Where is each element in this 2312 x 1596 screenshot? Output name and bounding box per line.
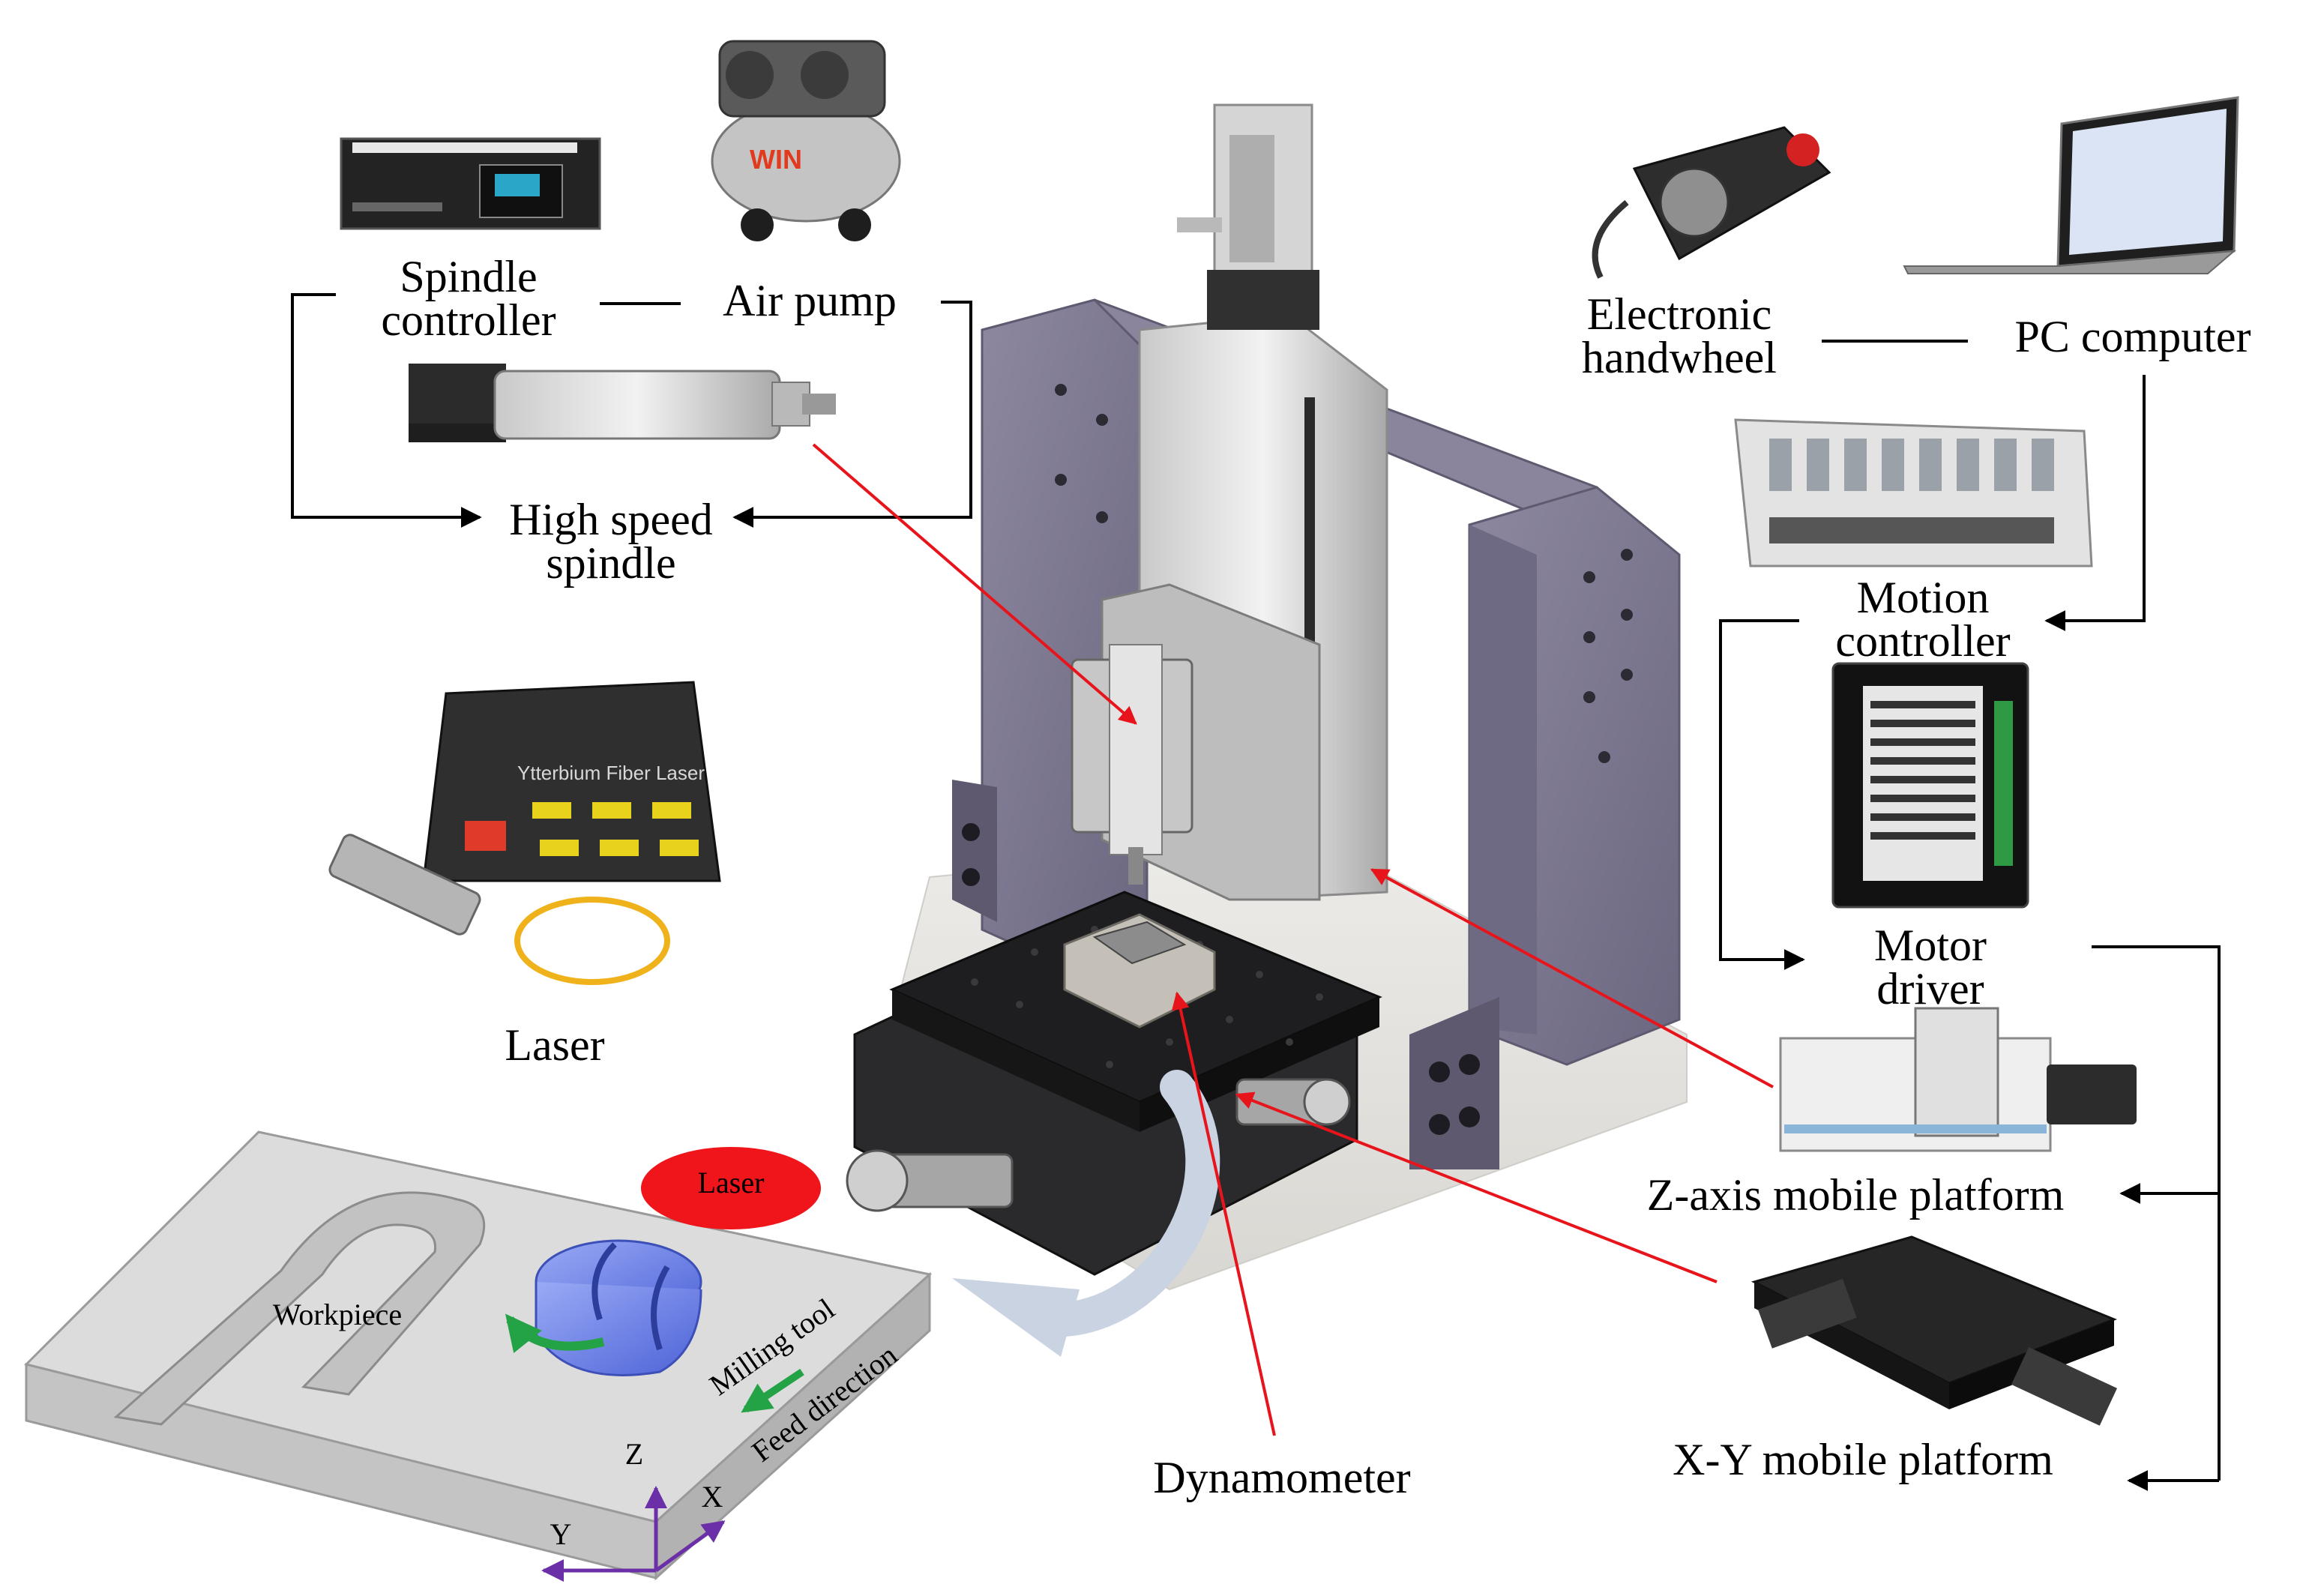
frame-right-column-face — [1469, 525, 1537, 1035]
inset-axis-label-z: Z — [624, 1437, 644, 1471]
pointer-dynamometer — [1171, 991, 1276, 1436]
label-motion-controller-line2: controller — [1835, 616, 2011, 666]
inset-label-laser: Laser — [697, 1166, 765, 1199]
machined-slot — [113, 1191, 486, 1426]
inset-axis-label-y: Y — [550, 1517, 572, 1551]
milling-tool-shape — [535, 1239, 702, 1376]
inset-axis-label-x: X — [701, 1480, 723, 1514]
label-motor-driver-line1: Motor — [1874, 921, 1987, 970]
air-pump-brand-text: WIN — [750, 144, 802, 175]
label-pc-computer: PC computer — [2014, 312, 2251, 361]
feed-direction-arrow — [741, 1368, 804, 1413]
inset-label-workpiece: Workpiece — [272, 1298, 403, 1331]
process-flow-arrow — [1047, 1070, 1220, 1337]
high-speed-spindle-device — [409, 364, 836, 442]
laser-source-device: Ytterbium Fiber Laser — [328, 681, 721, 985]
z-axis-mobile-platform-device — [1779, 1007, 2137, 1152]
machine-tool-illustration — [846, 103, 1688, 1357]
label-spindle-controller-line1: Spindle — [400, 252, 538, 301]
laser-spot — [641, 1147, 821, 1229]
label-spindle-controller: Spindle controller — [330, 252, 607, 345]
label-xy-mobile-platform: X-Y mobile platform — [1673, 1435, 2053, 1484]
label-air-pump: Air pump — [723, 276, 897, 325]
label-laser: Laser — [505, 1020, 605, 1070]
label-high-speed-spindle-line2: spindle — [546, 538, 676, 588]
motor-driver-device — [1831, 662, 2029, 909]
pc-computer-device — [1903, 96, 2239, 274]
frame-left-foot — [952, 780, 997, 922]
xy-mobile-platform-device — [1750, 1235, 2118, 1426]
motion-controller-device — [1734, 418, 2093, 567]
connector-pc-to-motion-controller — [2044, 375, 2146, 631]
connector-air-pump-to-spindle — [732, 301, 972, 528]
frame-mounting-holes — [1055, 384, 1633, 763]
label-motion-controller: Motion controller — [1799, 573, 2047, 666]
pointer-spindle — [812, 443, 1137, 725]
spindle-controller-device — [340, 137, 601, 230]
pointer-z-axis-platform — [1370, 868, 1774, 1088]
label-motion-controller-line1: Motion — [1856, 573, 1990, 622]
label-high-speed-spindle: High speed spindle — [476, 495, 746, 588]
label-electronic-handwheel: Electronic handwheel — [1529, 289, 1829, 382]
electronic-handwheel-device — [1592, 126, 1831, 279]
pointer-lines — [812, 443, 1774, 1436]
label-motor-driver: Motor driver — [1807, 921, 2054, 1014]
connector-motor-driver-bus — [2092, 945, 2221, 1481]
connector-motion-controller-to-motor-driver — [1719, 619, 1805, 970]
label-high-speed-spindle-line1: High speed — [509, 495, 713, 544]
label-spindle-controller-line2: controller — [381, 295, 556, 345]
connector-spindle-controller-to-spindle — [291, 293, 482, 528]
label-dynamometer: Dynamometer — [1153, 1453, 1411, 1502]
label-electronic-handwheel-line2: handwheel — [1582, 333, 1777, 382]
label-electronic-handwheel-line1: Electronic — [1586, 289, 1772, 339]
connector-lines — [291, 293, 2221, 1491]
label-z-axis-mobile-platform: Z-axis mobile platform — [1646, 1170, 2065, 1220]
pointer-xy-platform — [1235, 1091, 1718, 1283]
milling-inset — [24, 1130, 933, 1582]
coordinate-axes — [541, 1486, 726, 1582]
rotation-arrow — [505, 1313, 605, 1353]
laser-source-title: Ytterbium Fiber Laser — [517, 762, 705, 784]
air-pump-device: WIN — [711, 40, 901, 241]
label-motor-driver-line2: driver — [1876, 964, 1984, 1014]
